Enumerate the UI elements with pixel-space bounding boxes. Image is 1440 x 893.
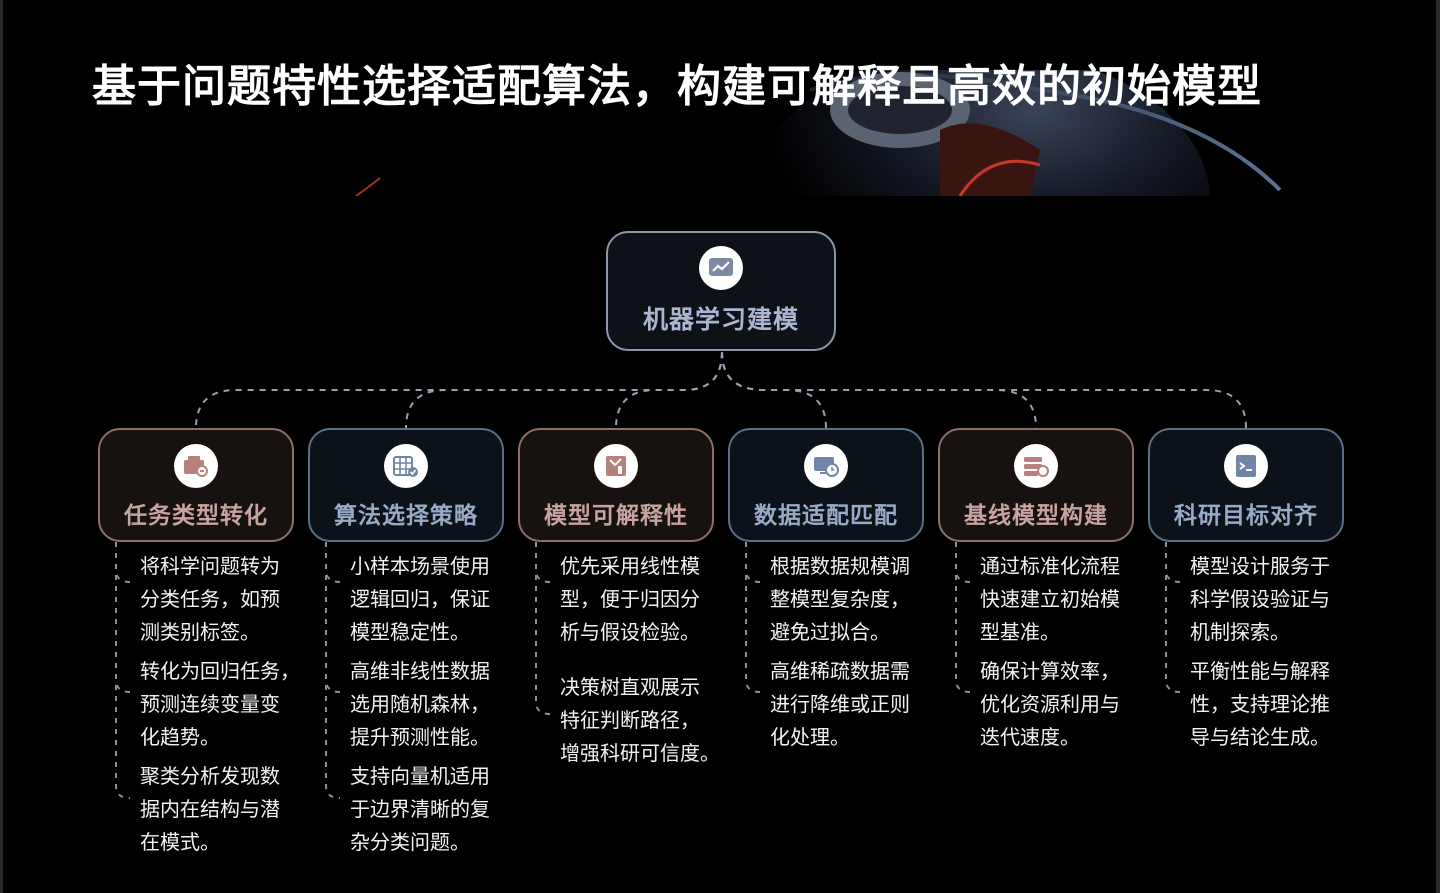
- branch-item-text: 平衡性能与解释性，支持理论推导与结论生成。: [1190, 659, 1330, 749]
- branch-node-task-type: 任务类型转化: [98, 428, 294, 542]
- branch-item-text: 决策树直观展示特征判断路径，增强科研可信度。: [560, 675, 720, 765]
- branch-node-baseline: 基线模型构建: [938, 428, 1134, 542]
- branch-item-text: 支持向量机适用于边界清晰的复杂分类问题。: [350, 764, 490, 854]
- branch-item-text: 高维非线性数据选用随机森林，提升预测性能。: [350, 659, 490, 749]
- branch-item-text: 将科学问题转为分类任务，如预测类别标签。: [140, 554, 280, 644]
- branch-item-text: 确保计算效率，优化资源利用与迭代速度。: [980, 659, 1120, 749]
- branch-label: 模型可解释性: [544, 503, 688, 529]
- transform-icon: [174, 444, 218, 488]
- grid-check-icon: [384, 444, 428, 488]
- branch-label: 科研目标对齐: [1174, 503, 1318, 529]
- branch-item-text: 转化为回归任务，预测连续变量变化趋势。: [140, 659, 300, 749]
- branch-item-text: 模型设计服务于科学假设验证与机制探索。: [1190, 554, 1330, 644]
- branch-item-text: 优先采用线性模型，便于归因分析与假设检验。: [560, 554, 700, 644]
- terminal-icon: [1224, 444, 1268, 488]
- document-chart-icon: [594, 444, 638, 488]
- branch-label: 数据适配匹配: [754, 503, 898, 529]
- branch-item-text: 高维稀疏数据需进行降维或正则化处理。: [770, 659, 910, 749]
- branch-item-text: 聚类分析发现数据内在结构与潜在模式。: [140, 764, 280, 854]
- branch-label: 任务类型转化: [124, 503, 268, 529]
- branch-item-text: 通过标准化流程快速建立初始模型基准。: [980, 554, 1120, 644]
- branch-item-text: 根据数据规模调整模型复杂度，避免过拟合。: [770, 554, 910, 644]
- branch-node-research-goal: 科研目标对齐: [1148, 428, 1344, 542]
- chart-line-icon: [699, 246, 743, 290]
- root-label: 机器学习建模: [642, 305, 799, 334]
- monitor-clock-icon: [804, 444, 848, 488]
- stack-icon: [1014, 444, 1058, 488]
- page-title: 基于问题特性选择适配算法，构建可解释且高效的初始模型: [92, 61, 1262, 112]
- frame-edge-left: [0, 0, 3, 893]
- branch-item-text: 小样本场景使用逻辑回归，保证模型稳定性。: [350, 554, 490, 644]
- branch-node-algorithm: 算法选择策略: [308, 428, 504, 542]
- branch-node-data-fit: 数据适配匹配: [728, 428, 924, 542]
- branch-node-interpretability: 模型可解释性: [518, 428, 714, 542]
- frame-edge-right: [1436, 0, 1440, 893]
- branch-label: 基线模型构建: [964, 503, 1108, 529]
- branch-label: 算法选择策略: [334, 503, 478, 529]
- hero-decoration-image: [355, 70, 1282, 196]
- root-node: 机器学习建模: [606, 231, 836, 351]
